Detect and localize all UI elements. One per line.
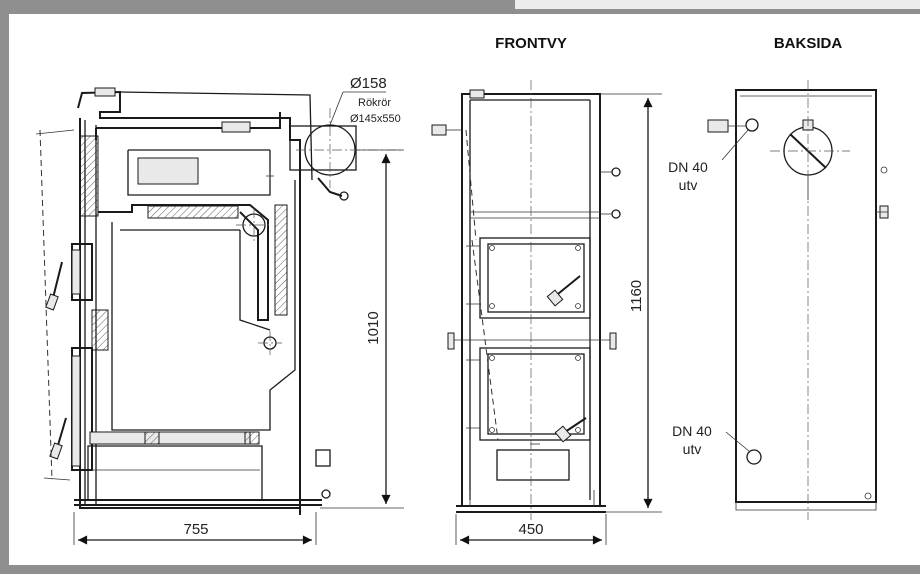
top-connection-label-2: utv bbox=[679, 177, 698, 193]
front-view bbox=[431, 80, 621, 520]
back-view bbox=[707, 80, 889, 520]
flue-size-label: Ø145x550 bbox=[350, 113, 401, 125]
top-connection-label-1: DN 40 bbox=[668, 159, 708, 175]
drawing-panel bbox=[9, 14, 920, 565]
front-height-dim: 1160 bbox=[628, 280, 645, 312]
bottom-connection-label-2: utv bbox=[683, 441, 702, 457]
diameter-label: Ø158 bbox=[350, 75, 387, 92]
front-view-heading: FRONTVY bbox=[495, 35, 567, 52]
side-width-dim: 755 bbox=[183, 521, 208, 538]
flue-label: Rökrör bbox=[358, 97, 391, 109]
side-dimensions bbox=[73, 91, 404, 545]
side-height-dim: 1010 bbox=[365, 311, 382, 344]
header-tab bbox=[515, 0, 920, 9]
side-section-view bbox=[35, 87, 404, 515]
bottom-connection-label-1: DN 40 bbox=[672, 423, 712, 439]
front-width-dim: 450 bbox=[518, 521, 543, 538]
back-view-heading: BAKSIDA bbox=[774, 35, 843, 52]
back-leaders bbox=[721, 129, 751, 453]
front-dimensions bbox=[455, 93, 662, 545]
